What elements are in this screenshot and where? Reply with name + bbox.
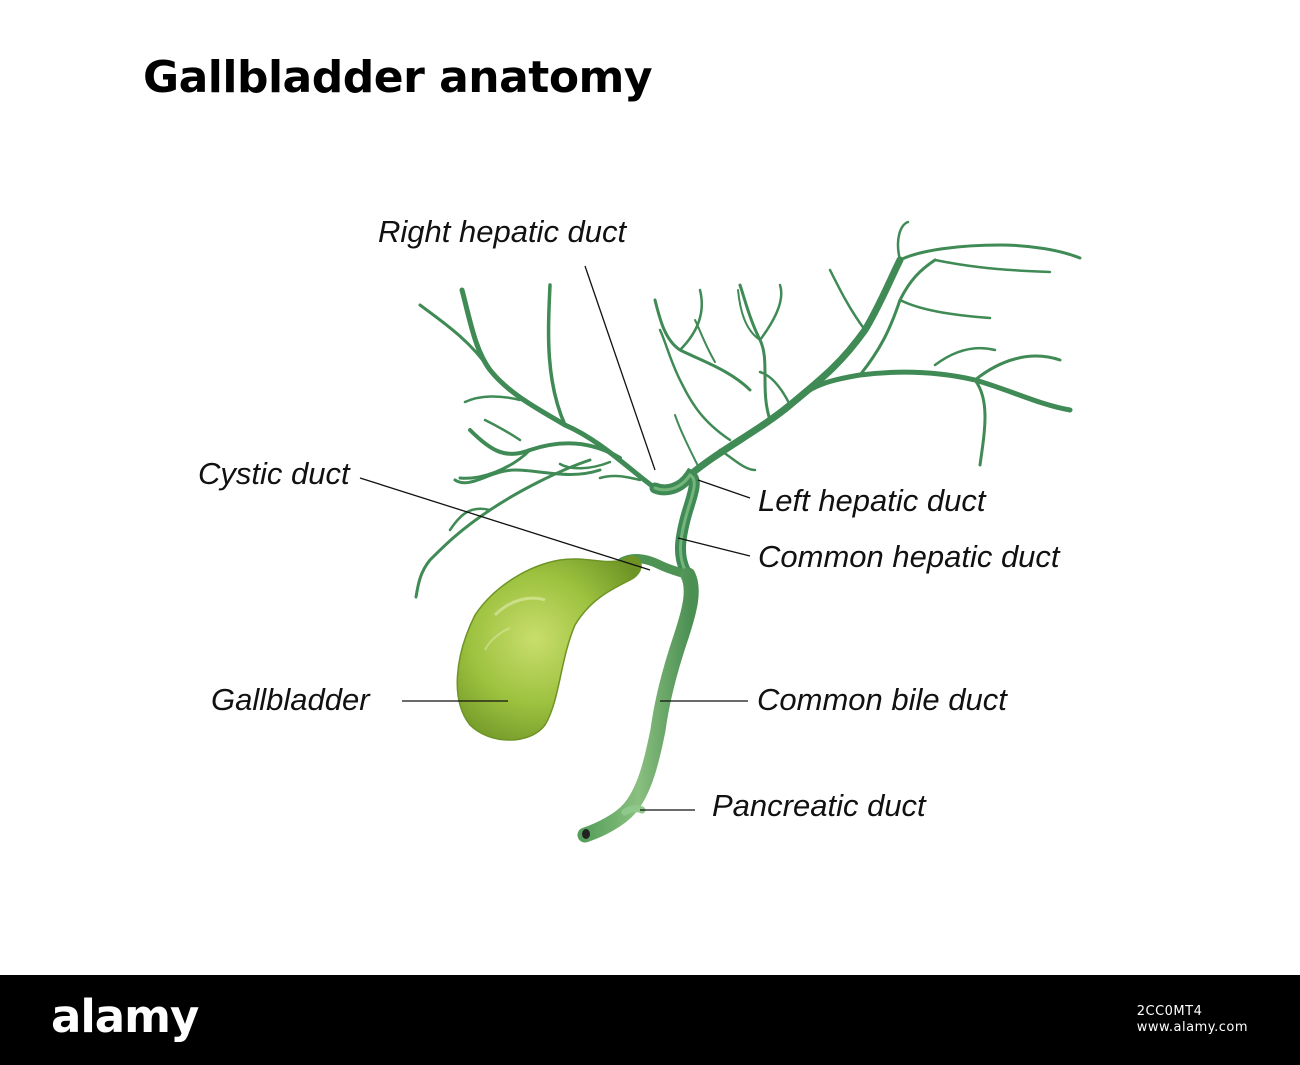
leader-lines (359, 265, 751, 811)
leader-left-hepatic (697, 479, 751, 499)
label-gallbladder: Gallbladder (211, 682, 370, 717)
leader-right-hepatic (584, 265, 656, 471)
label-right-hepatic-duct: Right hepatic duct (378, 214, 627, 249)
left-hepatic-branches (653, 220, 1082, 479)
pancreatic-duct-shape (621, 805, 646, 816)
right-hepatic-branches (414, 283, 658, 599)
gallbladder-shape (456, 555, 642, 741)
label-pancreatic-duct: Pancreatic duct (712, 788, 926, 823)
label-common-bile-duct: Common bile duct (757, 682, 1007, 717)
image-id-block: 2CC0MT4 www.alamy.com (1137, 1004, 1248, 1037)
watermark-footer: alamy 2CC0MT4 www.alamy.com (0, 975, 1300, 1065)
leader-common-hepatic (677, 537, 751, 557)
image-id: 2CC0MT4 (1136, 1004, 1203, 1019)
biliary-tree-illustration (359, 220, 1082, 843)
label-common-hepatic-duct: Common hepatic duct (758, 539, 1060, 574)
alamy-logo: alamy (51, 990, 199, 1043)
label-left-hepatic-duct: Left hepatic duct (758, 483, 986, 518)
page-title: Gallbladder anatomy (143, 52, 653, 103)
leader-cystic (359, 477, 651, 571)
website-url: www.alamy.com (1136, 1020, 1248, 1036)
label-cystic-duct: Cystic duct (198, 456, 350, 491)
